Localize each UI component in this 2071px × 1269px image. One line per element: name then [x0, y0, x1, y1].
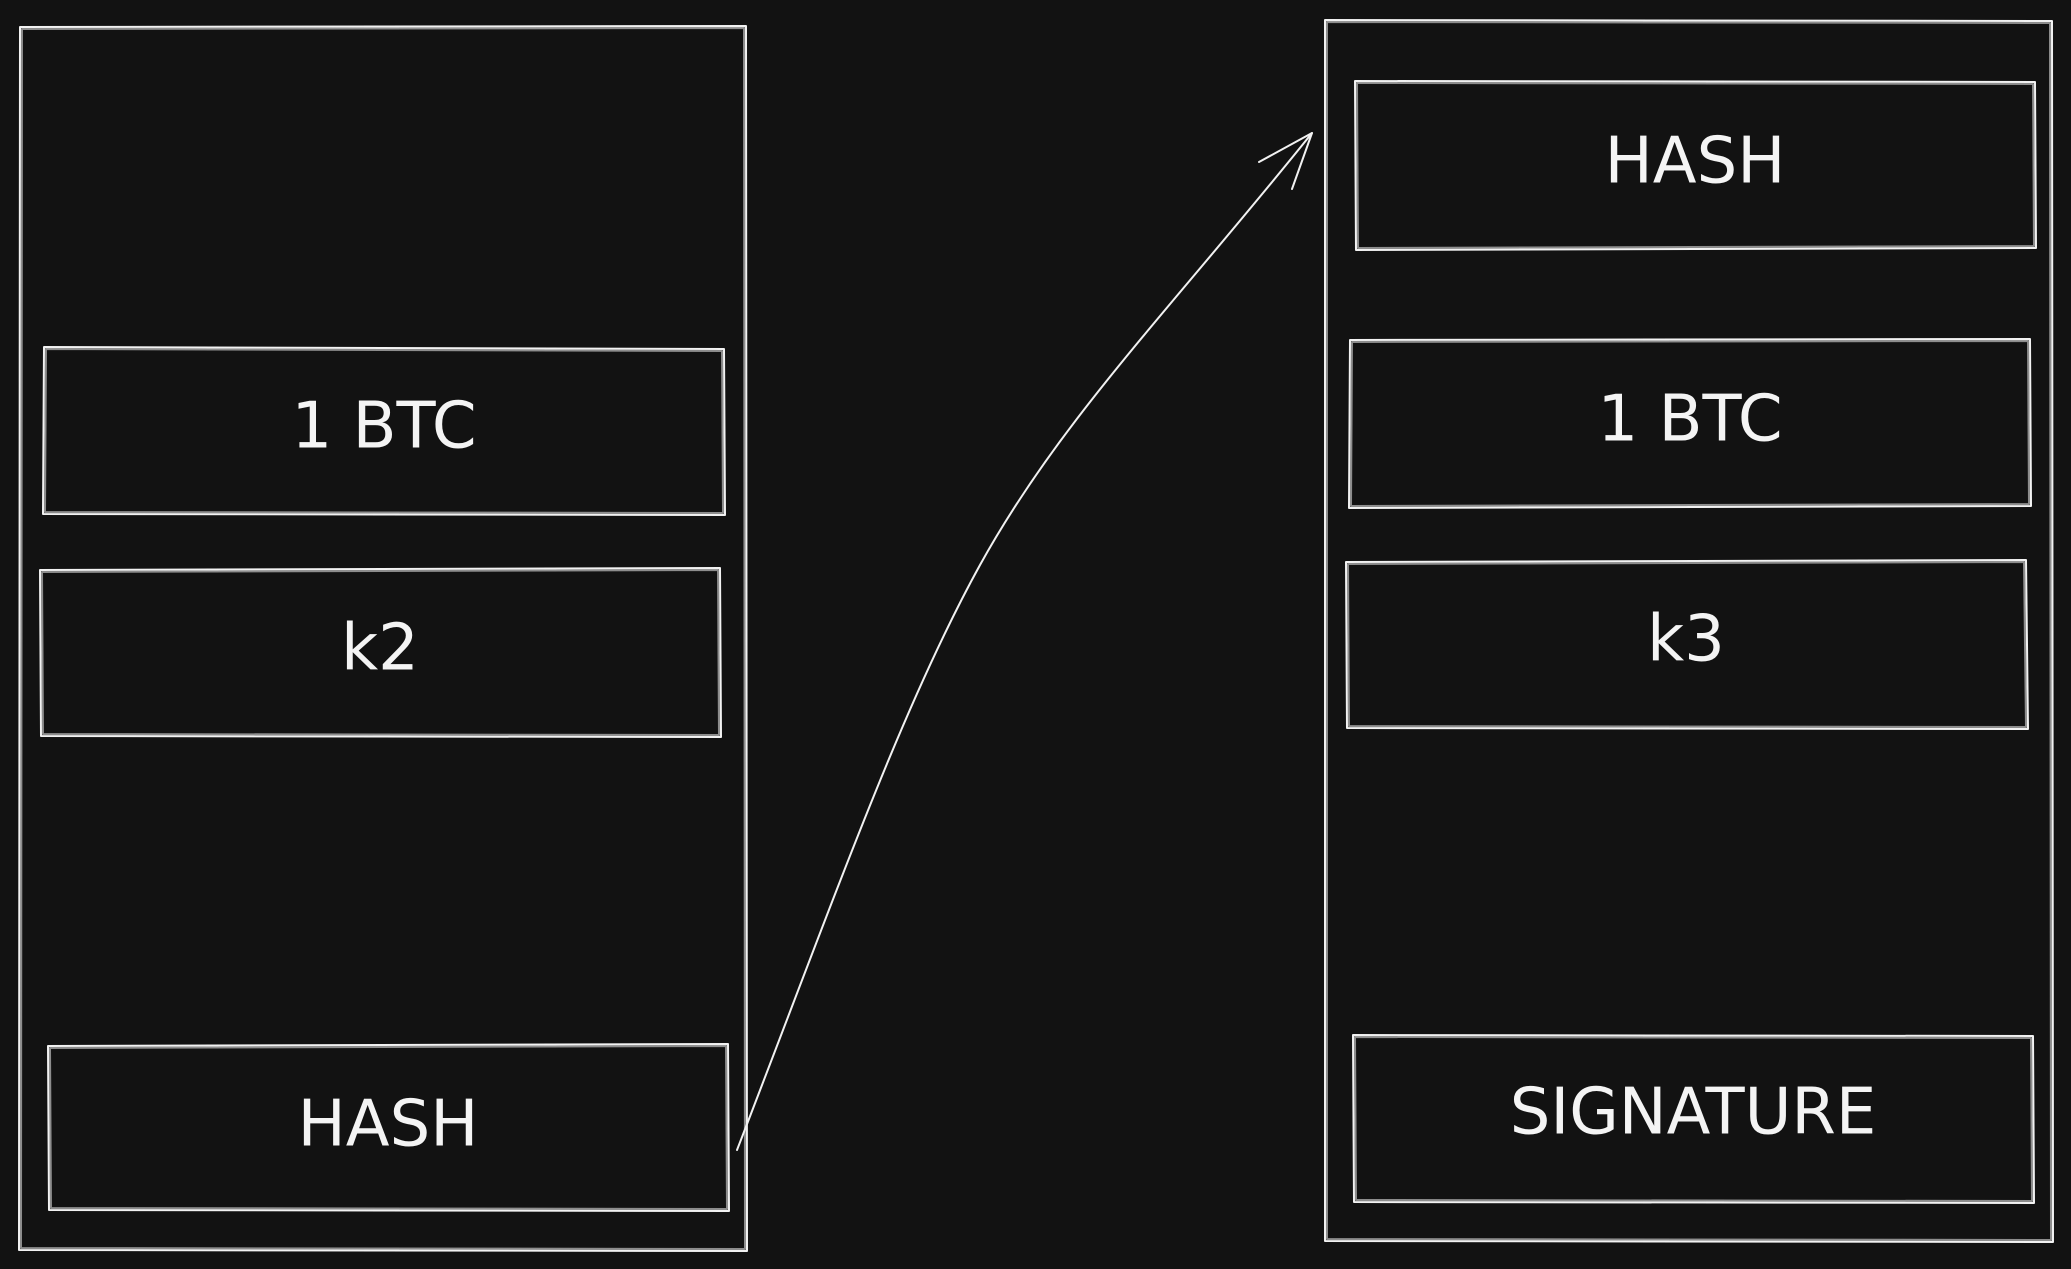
left-field-k2-label: k2: [341, 612, 419, 686]
right-field-hash: HASH: [1354, 80, 2037, 251]
left-block-outline: [18, 25, 748, 1252]
left-field-k2: k2: [39, 567, 722, 738]
left-field-k2-box: [39, 567, 722, 738]
right-field-k3: k3: [1345, 559, 2029, 730]
right-field-signature-label: SIGNATURE: [1510, 1076, 1877, 1150]
right-block: HASH 1 BTC k3 SIGNATURE: [1324, 19, 2054, 1243]
left-field-hash-box: [47, 1043, 730, 1212]
right-field-signature-box: [1352, 1034, 2035, 1204]
right-field-k3-label: k3: [1647, 603, 1725, 677]
left-field-1btc-box: [42, 346, 726, 516]
left-field-hash-label: HASH: [298, 1088, 479, 1162]
left-block: 1 BTC k2 HASH: [18, 25, 748, 1252]
connector-line: [736, 132, 1313, 1151]
right-block-outline-sketch: [1326, 21, 2052, 1241]
right-field-signature: SIGNATURE: [1352, 1034, 2035, 1204]
right-field-1btc-label: 1 BTC: [1598, 383, 1783, 457]
right-block-outline: [1324, 19, 2054, 1243]
connector-arrow: [736, 132, 1313, 1151]
right-field-k3-box: [1345, 559, 2029, 730]
right-field-1btc-box: [1348, 338, 2032, 509]
right-field-1btc: 1 BTC: [1348, 338, 2032, 509]
left-field-1btc: 1 BTC: [42, 346, 726, 516]
right-field-hash-box: [1354, 80, 2037, 251]
connector-arrowhead: [1258, 132, 1313, 190]
right-field-hash-label: HASH: [1605, 125, 1786, 199]
left-field-1btc-label: 1 BTC: [292, 390, 477, 464]
left-block-outline-sketch: [20, 27, 746, 1250]
left-field-hash: HASH: [47, 1043, 730, 1212]
